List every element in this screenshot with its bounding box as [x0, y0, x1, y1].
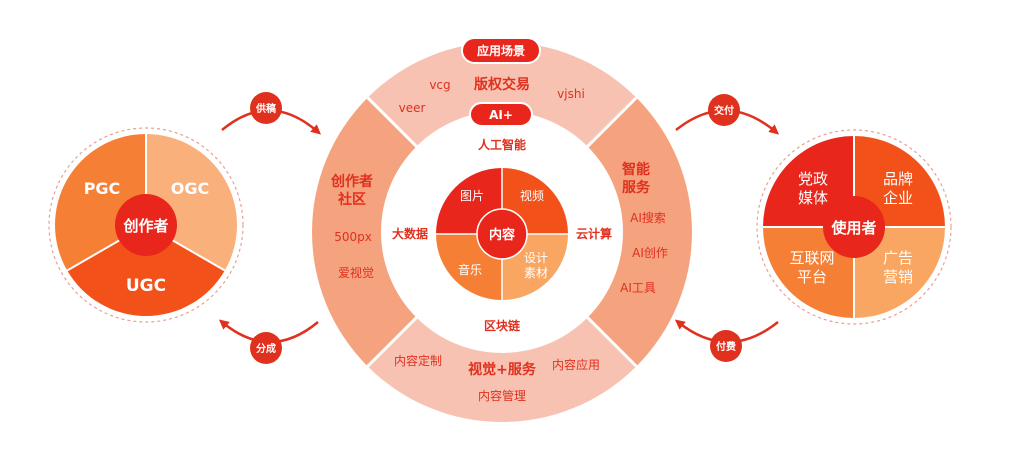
scenario-badge-label: 应用场景	[477, 43, 525, 58]
core-center-label: 内容	[489, 227, 515, 243]
ogc-label: OGC	[171, 179, 209, 198]
tech-bigdata-label: 大数据	[392, 226, 428, 241]
party-media-segment	[763, 136, 854, 227]
payment-label: 付费	[716, 340, 736, 353]
ad-marketing-label-line: 广告	[883, 249, 913, 267]
brand-enterprise-label-line: 企业	[883, 189, 913, 207]
copyright-trade-title: 版权交易	[474, 76, 530, 93]
pgc-label: PGC	[84, 179, 121, 198]
tech-cloud-label: 云计算	[576, 226, 612, 241]
supply-badge	[250, 92, 282, 124]
internet-platform-label: 互联网平台	[789, 249, 834, 286]
ai-create-label: AI创作	[632, 246, 668, 260]
smart-service-title-line: 智能	[621, 161, 650, 178]
smart-service-title-line: 服务	[622, 179, 651, 196]
smart-service-title: 智能服务	[621, 161, 651, 196]
brand-enterprise-label-line: 品牌	[883, 170, 913, 188]
ai-plus-badge	[469, 102, 533, 127]
500px-label: 500px	[334, 230, 372, 244]
core-design-label: 设计素材	[524, 251, 548, 280]
user-circle: 使用者 党政媒体 品牌企业 互联网平台 广告营销	[756, 129, 952, 325]
creator-community-title-line: 创作者	[330, 173, 373, 190]
flow-arrows: 供稿 分成 交付 付费	[218, 92, 780, 364]
content-manage-label: 内容管理	[478, 388, 526, 403]
ai-tools-label: AI工具	[620, 281, 656, 295]
vjshi-label: vjshi	[557, 87, 585, 101]
core-design-label-line: 设计	[524, 251, 548, 265]
creator-center-disc	[115, 194, 177, 256]
creator-center-label: 创作者	[122, 217, 168, 235]
core-center-disc	[476, 208, 528, 260]
content-apply-label: 内容应用	[552, 357, 600, 372]
brand-enterprise-label: 品牌企业	[883, 170, 913, 207]
user-center-disc	[823, 196, 885, 258]
content-custom-label: 内容定制	[394, 353, 442, 368]
core-music-label: 音乐	[458, 262, 482, 277]
payment-badge	[710, 330, 742, 362]
creator-community-title: 创作者社区	[330, 173, 373, 208]
core-image-label: 图片	[460, 189, 484, 203]
user-circle-dashed-border	[756, 129, 952, 325]
ai-search-label: AI搜索	[630, 210, 666, 225]
tech-blockchain-label: 区块链	[484, 318, 521, 333]
user-center-label: 使用者	[830, 219, 876, 237]
delivery-badge	[708, 94, 740, 126]
party-media-label-line: 媒体	[798, 189, 828, 207]
supply-label: 供稿	[255, 102, 276, 115]
core-design-label-line: 素材	[524, 266, 548, 280]
ai-plus-badge-label: AI+	[489, 108, 513, 122]
delivery-label: 交付	[714, 104, 734, 117]
visual-service-title: 视觉+服务	[468, 361, 537, 378]
internet-platform-segment	[763, 227, 854, 318]
revenue-share-badge	[250, 332, 282, 364]
party-media-label-line: 党政	[798, 170, 828, 188]
internet-platform-label-line: 平台	[797, 268, 827, 286]
creator-community-title-line: 社区	[337, 191, 366, 208]
veer-label: veer	[399, 101, 426, 115]
brand-enterprise-segment	[854, 136, 945, 227]
ugc-label: UGC	[126, 276, 166, 296]
scenario-badge	[461, 37, 541, 64]
aishijue-label: 爱视觉	[338, 265, 374, 280]
revenue-share-label: 分成	[256, 342, 276, 355]
creator-circle-dashed-border	[48, 127, 244, 323]
party-media-label: 党政媒体	[798, 170, 828, 207]
ecosystem-circle: 内容 图片 视频 音乐 设计素材 人工智能 大数据 云计算 区块链 版权交易 v…	[312, 37, 692, 422]
ad-marketing-label: 广告营销	[883, 249, 913, 286]
core-video-label: 视频	[520, 188, 544, 203]
internet-platform-label-line: 互联网	[789, 249, 834, 267]
tech-ai-label: 人工智能	[478, 137, 526, 152]
creator-circle: 创作者 PGC OGC UGC	[48, 127, 244, 323]
vcg-label: vcg	[429, 78, 450, 92]
ad-marketing-segment	[854, 227, 945, 318]
ad-marketing-label-line: 营销	[883, 268, 913, 286]
